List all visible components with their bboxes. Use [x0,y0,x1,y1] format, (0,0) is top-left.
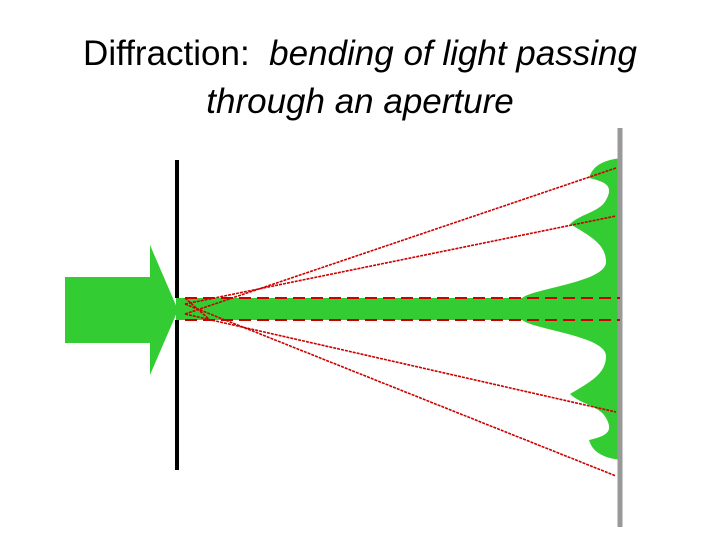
diffracted-rays [184,167,617,477]
title-line-1: Diffraction: bending of light passing [0,30,720,78]
ray-upper-2 [184,215,617,305]
title-italic-line-2: through an aperture [206,82,514,121]
slide-title: Diffraction: bending of light passing th… [0,30,720,126]
title-italic-line-1: bending of light passing [269,34,637,73]
intensity-pattern [522,158,622,460]
transmitted-beam [176,298,621,320]
title-lead: Diffraction: [83,34,250,73]
ray-lower-2 [184,303,617,477]
ray-lower-1 [184,313,617,413]
incoming-light-arrow [65,245,178,375]
